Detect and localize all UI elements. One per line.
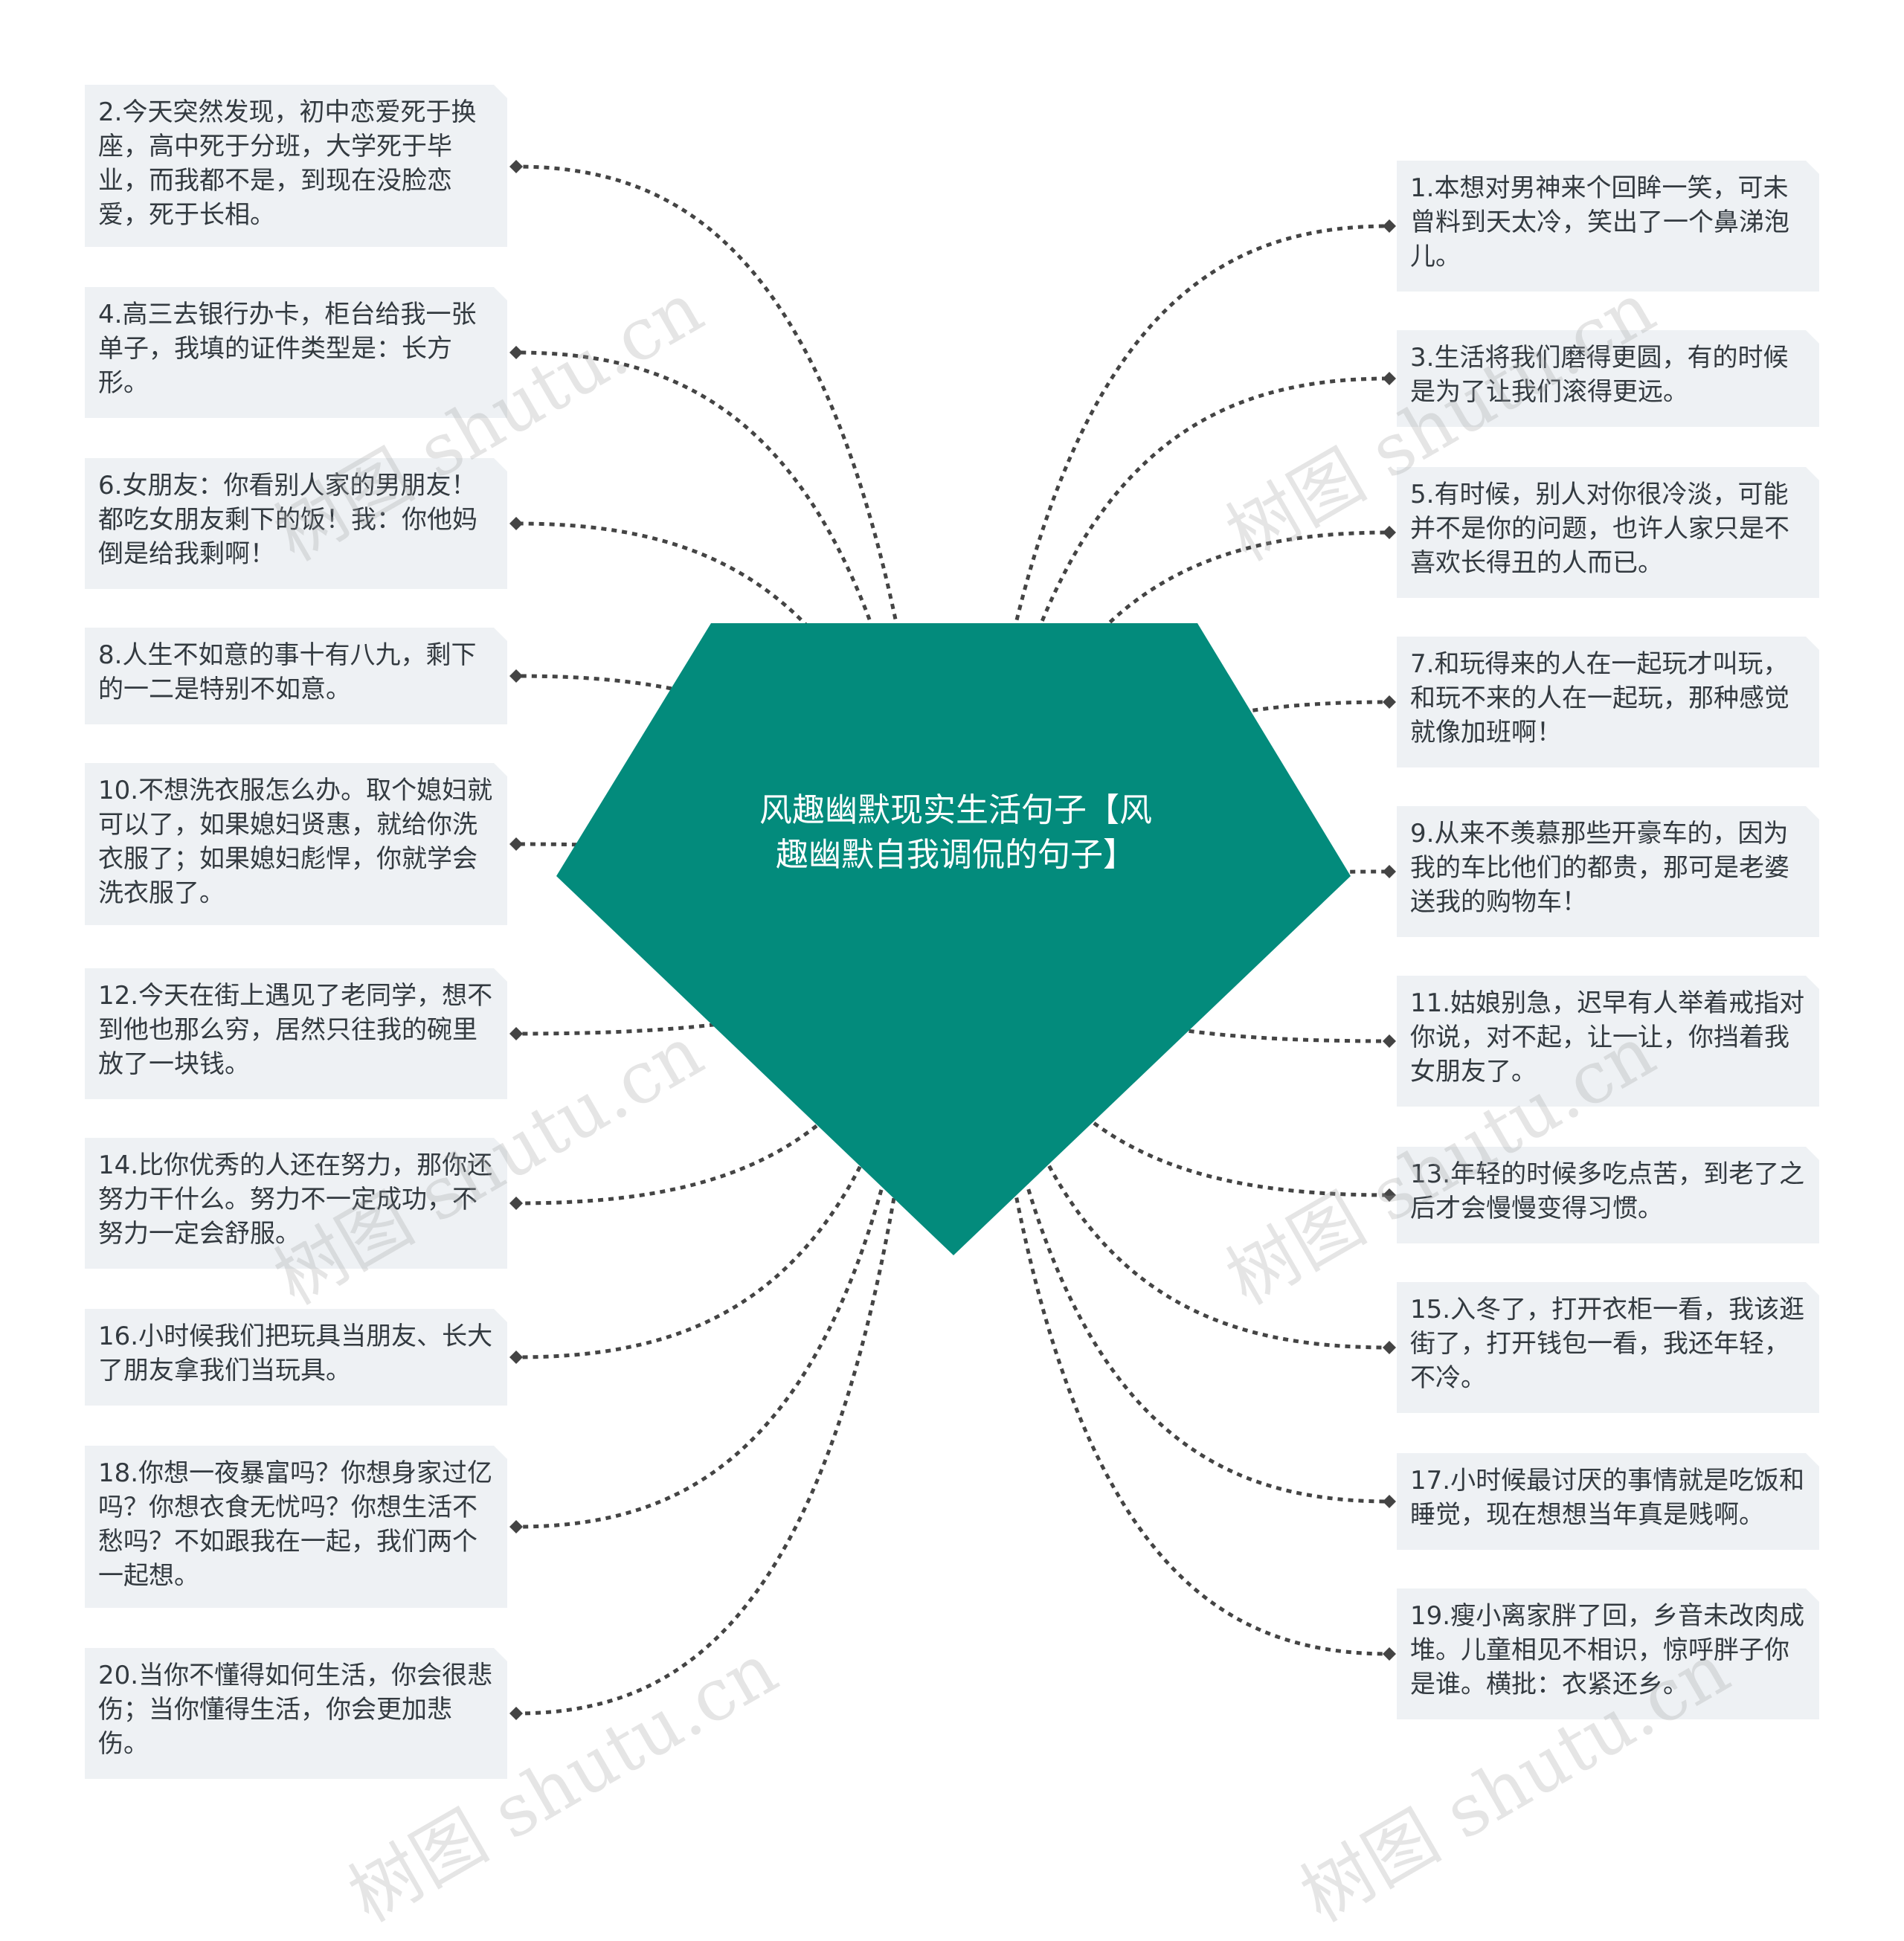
topic-node-2[interactable]: 2.今天突然发现，初中恋爱死于换座，高中死于分班，大学死于毕业，而我都不是，到现…	[85, 85, 507, 247]
connector-end-dot	[509, 1197, 523, 1210]
topic-node-16[interactable]: 16.小时候我们把玩具当朋友、长大了朋友拿我们当玩具。	[85, 1309, 507, 1406]
topic-node-9[interactable]: 9.从来不羡慕那些开豪车的，因为我的车比他们的都贵，那可是老婆送我的购物车！	[1397, 806, 1819, 937]
connector-line	[515, 942, 932, 1206]
topic-node-13[interactable]: 13.年轻的时候多吃点苦，到老了之后才会慢慢变得习惯。	[1397, 1147, 1819, 1243]
topic-node-18[interactable]: 18.你想一夜暴富吗？你想身家过亿吗？你想衣食无忧吗？你想生活不愁吗？不如跟我在…	[85, 1446, 507, 1608]
connector-end-dot	[1383, 526, 1396, 539]
center-diamond-shape	[556, 623, 1351, 1255]
center-topic-title[interactable]: 风趣幽默现实生活句子【风趣幽默自我调侃的句子】	[759, 791, 1152, 874]
connector-end-dot	[1383, 865, 1396, 878]
topic-node-20[interactable]: 20.当你不懂得如何生活，你会很悲伤；当你懂得生活，你会更加悲伤。	[85, 1648, 507, 1779]
topic-node-17[interactable]: 17.小时候最讨厌的事情就是吃饭和睡觉，现在想想当年真是贱啊。	[1397, 1453, 1819, 1550]
connector-end-dot	[509, 346, 523, 359]
topic-node-5[interactable]: 5.有时候，别人对你很冷淡，可能并不是你的问题，也许人家只是不喜欢长得丑的人而已…	[1397, 467, 1819, 598]
connector-end-dot	[1383, 372, 1396, 385]
connector-end-dot	[1383, 219, 1396, 233]
connector-end-dot	[509, 517, 523, 530]
topic-node-8[interactable]: 8.人生不如意的事十有八九，剩下的一二是特别不如意。	[85, 628, 507, 724]
connector-line	[515, 954, 929, 1529]
connector-end-dot	[509, 160, 523, 173]
connector-end-dot	[1383, 1495, 1396, 1508]
topic-node-3[interactable]: 3.生活将我们磨得更圆，有的时候是为了让我们滚得更远。	[1397, 330, 1819, 427]
connector-end-dot	[509, 1707, 523, 1720]
topic-node-19[interactable]: 19.瘦小离家胖了回，乡音未改肉成堆。儿童相见不相识，惊呼胖子你是谁。横批：衣紧…	[1397, 1588, 1819, 1719]
topic-node-11[interactable]: 11.姑娘别急，迟早有人举着戒指对你说，对不起，让一让，你挡着我女朋友了。	[1397, 976, 1819, 1107]
connector-line	[969, 530, 1390, 920]
connector-end-dot	[509, 669, 523, 683]
connector-end-dot	[1383, 1034, 1396, 1048]
center-diamond	[556, 623, 1351, 1255]
connector-end-dot	[509, 1027, 523, 1040]
connector-end-dot	[509, 837, 523, 851]
topic-node-1[interactable]: 1.本想对男神来个回眸一笑，可未曾料到天太冷，笑出了一个鼻涕泡儿。	[1397, 161, 1819, 292]
topic-node-12[interactable]: 12.今天在街上遇见了老同学，想不到他也那么穷，居然只往我的碗里放了一块钱。	[85, 968, 507, 1099]
topic-node-6[interactable]: 6.女朋友：你看别人家的男朋友！都吃女朋友剩下的饭！我：你他妈倒是给我剩啊！	[85, 458, 507, 589]
topic-node-7[interactable]: 7.和玩得来的人在一起玩才叫玩，和玩不来的人在一起玩，那种感觉就像加班啊！	[1397, 637, 1819, 767]
connector-end-dot	[509, 1351, 523, 1364]
connector-end-dot	[1383, 1647, 1396, 1661]
topic-node-15[interactable]: 15.入冬了，打开衣柜一看，我该逛街了，打开钱包一看，我还年轻，不冷。	[1397, 1282, 1819, 1413]
connector-end-dot	[1383, 695, 1396, 709]
connector-end-dot	[509, 1520, 523, 1533]
connector-line	[978, 954, 1390, 1504]
topic-node-14[interactable]: 14.比你优秀的人还在努力，那你还努力干什么。努力不一定成功，不努力一定会舒服。	[85, 1138, 507, 1269]
connector-end-dot	[1383, 1341, 1396, 1354]
connector-line	[515, 960, 927, 1716]
topic-node-4[interactable]: 4.高三去银行办卡，柜台给我一张单子，我填的证件类型是：长方形。	[85, 287, 507, 418]
topic-node-10[interactable]: 10.不想洗衣服怎么办。取个媳妇就可以了，如果媳妇贤惠，就给你洗衣服了；如果媳妇…	[85, 763, 507, 925]
connector-end-dot	[1383, 1188, 1396, 1202]
